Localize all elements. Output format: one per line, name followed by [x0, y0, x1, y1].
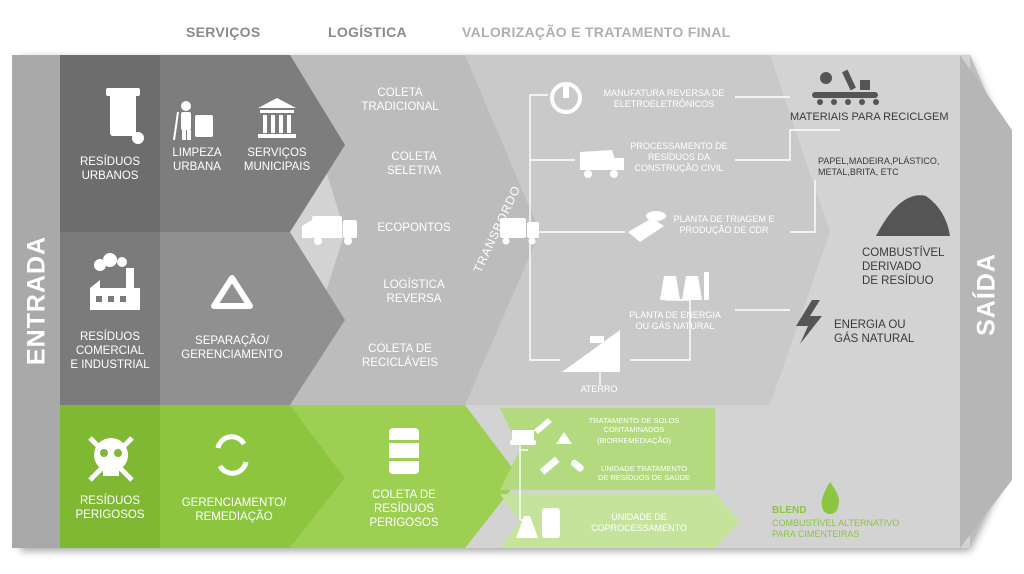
street-sweeper-icon: [173, 101, 213, 141]
blend-drop-icon: [821, 482, 839, 514]
logistica-perigosos-chevron: [290, 405, 520, 548]
label-residuos-perigosos: RESÍDUOS PERIGOSOS: [75, 495, 145, 521]
rotate-arrows-icon: [215, 434, 249, 476]
label-biorremediacao: (BIORREMEDIAÇÃO): [597, 436, 671, 445]
small-barrel-icon: [542, 508, 560, 538]
solos-box: [500, 408, 715, 490]
garbage-truck-icon: [302, 216, 357, 245]
excavator-icon: [510, 418, 572, 445]
label-logistica-reversa: LOGÍSTICA REVERSA: [383, 279, 445, 305]
saida-bar: [960, 55, 1012, 548]
header-valorizacao: VALORIZAÇÃO E TRATAMENTO FINAL: [462, 24, 731, 40]
entrada-bar: [12, 55, 60, 548]
label-energia-planta: PLANTA DE ENERGIA OU GÁS NATURAL: [629, 310, 721, 331]
servicos-comercial-chevron: [160, 232, 345, 405]
label-solos: TRATAMENTO DE SOLOS CONTAMINADOS: [588, 416, 680, 434]
power-icon: [550, 82, 582, 114]
skull-crossbones-icon: [88, 436, 134, 482]
recycle-icon: [211, 275, 253, 309]
lightning-icon: [796, 300, 822, 344]
label-materiais-lista: PAPEL,MADEIRA,PLÁSTICO, METAL,BRITA, ETC: [818, 156, 940, 177]
label-coleta-reciclaveis: COLETA DE RECICLÁVEIS: [361, 343, 439, 369]
entrada-urbanos-block: [60, 55, 160, 232]
transfer-truck-icon: [500, 218, 539, 245]
entrada-perigosos-block: [60, 405, 160, 548]
servicos-urbanos-chevron: [160, 55, 345, 232]
power-plant-icon: [660, 272, 709, 300]
landfill-icon: [562, 330, 620, 372]
trash-bin-icon: [106, 88, 144, 144]
side-saida: SAÍDA: [972, 253, 1001, 336]
servicos-perigosos-chevron: [160, 405, 345, 548]
label-limpeza-urbana: LIMPEZA URBANA: [172, 147, 222, 173]
label-cdr: COMBUSTÍVEL DERIVADO DE RESÍDUO: [862, 247, 945, 287]
label-gerenciamento: GERENCIAMENTO/ REMEDIAÇÃO: [181, 497, 287, 523]
label-saude: UNIDADE TRATAMENTO DE RESÍDUOS DE SAÚDE: [597, 464, 691, 482]
side-entrada: ENTRADA: [22, 235, 51, 366]
label-blend: BLEND: [772, 505, 807, 516]
header-logistica: LOGÍSTICA: [328, 24, 407, 40]
label-ecopontos: ECOPONTOS: [377, 222, 451, 234]
barrel-icon: [389, 428, 419, 474]
dump-truck-icon: [580, 150, 624, 178]
entrada-comercial-block: [60, 232, 160, 405]
label-residuos-comercial: RESÍDUOS COMERCIAL E INDUSTRIAL: [70, 331, 150, 371]
header-servicos: SERVIÇOS: [186, 24, 261, 40]
government-building-icon: [258, 98, 296, 138]
sorting-plant-icon: [628, 211, 666, 242]
syringe-icon: [539, 456, 584, 475]
label-coleta-perigosos: COLETA DE RESÍDUOS PERIGOSOS: [369, 489, 439, 529]
conveyor-materials-icon: [812, 69, 879, 105]
label-manufatura: MANUFATURA REVERSA DE ELETROELETRÔNICOS: [603, 88, 725, 109]
label-residuos-urbanos: RESÍDUOS URBANOS: [79, 156, 141, 182]
label-servicos-municipais: SERVIÇOS MUNICIPAIS: [243, 147, 311, 173]
label-separacao: SEPARAÇÃO/ GERENCIAMENTO: [181, 335, 283, 361]
label-triagem: PLANTA DE TRIAGEM E PRODUÇÃO DE CDR: [673, 214, 775, 235]
connector-lines: [519, 94, 840, 521]
logistica-bg: [290, 55, 540, 405]
label-coleta-seletiva: COLETA SELETIVA: [386, 151, 442, 177]
label-blend-desc: COMBUSTÍVEL ALTERNATIVO PARA CIMENTEIRAS: [772, 518, 900, 539]
label-coleta-tradicional: COLETA TRADICIONAL: [361, 87, 439, 113]
label-energia-saida: ENERGIA OU GÁS NATURAL: [834, 319, 915, 345]
cdr-pile-icon: [876, 195, 950, 236]
factory-icon: [90, 253, 140, 310]
label-coprocessamento: UNIDADE DE COPROCESSAMENTO: [591, 512, 687, 533]
label-aterro: ATERRO: [580, 384, 618, 394]
label-construcao: PROCESSAMENTO DE RESÍDUOS DA CONSTRUÇÃO …: [630, 141, 728, 173]
flask-icon: [516, 516, 538, 538]
label-materiais: MATERIAIS PARA RECICLGEM: [790, 111, 949, 123]
